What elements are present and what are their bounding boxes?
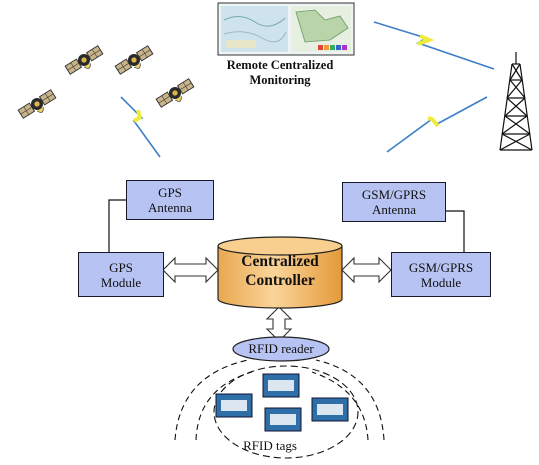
lightning-icon bbox=[386, 96, 488, 153]
controller-line1: Centralized bbox=[241, 253, 319, 270]
gsm-antenna-line1: GSM/GPRS bbox=[361, 187, 427, 202]
satellite-icon bbox=[63, 44, 106, 79]
gps-module-line1: GPS bbox=[109, 259, 133, 275]
gsm-antenna-box: GSM/GPRS Antenna bbox=[342, 182, 446, 222]
lightning-icon bbox=[120, 96, 161, 158]
satellite-icon bbox=[16, 88, 59, 123]
gsm-antenna-line2: Antenna bbox=[371, 202, 417, 217]
connector-lines bbox=[108, 199, 465, 252]
rfid-tag-icon bbox=[311, 397, 349, 422]
rfid-tags-label: RFID tags bbox=[243, 438, 297, 453]
lightning-icon bbox=[373, 21, 495, 70]
gps-antenna-line1: GPS bbox=[158, 185, 182, 200]
gps-module-line2: Module bbox=[100, 274, 142, 290]
rfid-tags-zone bbox=[213, 365, 359, 459]
gps-antenna-line2: Antenna bbox=[147, 200, 193, 215]
centralized-controller-label: Centralized Controller bbox=[218, 252, 342, 290]
rfid-tag-icon bbox=[262, 373, 300, 398]
gps-antenna-box: GPS Antenna bbox=[126, 180, 214, 220]
satellite-icon bbox=[154, 77, 197, 112]
gsm-module-line2: Module bbox=[420, 274, 462, 290]
double-arrow-icon bbox=[265, 306, 293, 342]
double-arrow-icon bbox=[341, 256, 392, 284]
cell-tower-icon bbox=[499, 52, 533, 151]
gsm-module-box: GSM/GPRS Module bbox=[391, 252, 491, 297]
rfid-reader-label: RFID reader bbox=[248, 341, 314, 356]
centralized-controller-cylinder bbox=[217, 236, 343, 309]
gps-module-box: GPS Module bbox=[78, 252, 164, 297]
remote-monitoring-label: Remote Centralized Monitoring bbox=[205, 58, 355, 88]
rfid-tag-icon bbox=[264, 407, 302, 432]
double-arrow-icon bbox=[162, 256, 219, 284]
controller-line2: Controller bbox=[245, 272, 315, 289]
remote-monitoring-line2: Monitoring bbox=[249, 73, 311, 87]
rfid-reader-ellipse bbox=[232, 336, 330, 362]
remote-monitoring-line1: Remote Centralized bbox=[226, 58, 334, 72]
gsm-module-line1: GSM/GPRS bbox=[408, 259, 474, 275]
rfid-tag-icon bbox=[215, 393, 253, 418]
satellite-icon bbox=[113, 44, 156, 79]
monitoring-screen-icon bbox=[217, 2, 355, 56]
